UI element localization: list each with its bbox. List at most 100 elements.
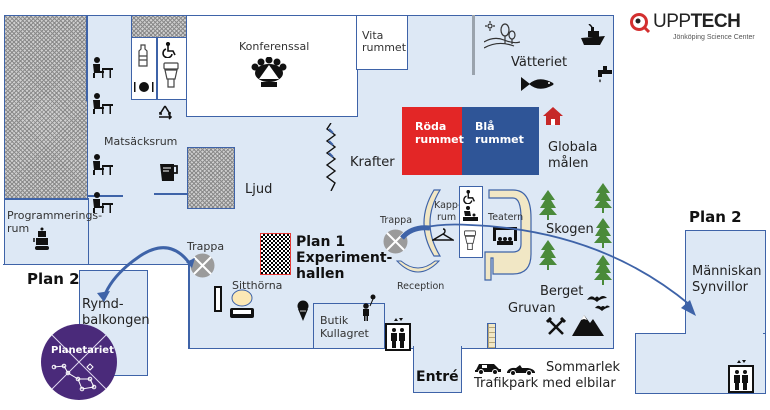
sitthorna-label: Sitthörna [232,279,283,292]
berget-label: Berget [540,284,584,299]
wall-segment [88,195,123,197]
logo-brand-light: UPP [653,11,691,32]
plan2-right-title: Plan 2 [689,208,742,226]
house-icon [542,106,564,130]
recycle-icon [155,104,175,128]
person-at-desk-icon [90,93,114,119]
robot-icon [32,227,52,255]
vatteriet-divider [472,15,475,75]
plan1-title-line2: Experiment- [296,250,393,266]
reception-desk-icon [395,259,441,281]
bats-icon [585,292,611,318]
programmeringsrum-label-1: Programmerings- [7,209,103,222]
bla-rummet-room[interactable] [462,107,539,175]
wheelchair-icon [162,41,178,62]
fish-icon [521,75,557,97]
stairs-left-icon[interactable] [190,253,215,282]
matsacksrum-label: Matsäcksrum [104,135,178,148]
logo-brand-text: UPPTECH [653,11,741,33]
wall-segment [154,193,187,195]
tree-icon [539,240,557,274]
rymdbalkongen-label-2: balkongen [82,313,150,328]
experimenthallen-checker-icon [260,233,291,275]
coat-hanger-icon [430,227,456,246]
konferenssal-label: Konferenssal [239,40,310,53]
magnifier-eye-icon [629,12,651,38]
plan2-left-title: Plan 2 [27,270,80,288]
butik-shop-area [313,303,385,348]
landscape-sun-trees-icon [483,20,521,54]
pickaxe-hammer-icon [545,316,567,341]
tree-icon [539,190,557,224]
person-at-desk-icon [90,154,114,180]
brick-pillar [487,323,496,349]
wheelchair-icon [463,189,477,208]
spring-wave-icon [325,122,337,195]
vita-rummet-label-1: Vita [362,29,384,42]
storage-hatched-left [4,15,88,200]
ice-cream-icon [297,300,309,326]
tree-icon [594,183,612,217]
sofa-seating-icon [213,284,261,324]
curved-wall-kapprum [420,188,442,262]
room-join [686,330,763,336]
conference-table-icon [249,56,289,93]
rymdbalkongen-label-1: Rymd- [82,297,124,312]
trappa-left-label: Trappa [187,240,225,253]
planetarium-icon[interactable] [40,323,118,405]
globala-malen-label-2: målen [548,156,589,171]
logo-subtitle: Jönköping Science Center [673,34,755,41]
vita-rummet-room [356,15,408,70]
person-at-desk-icon [90,57,114,83]
butik-label-2: Kullagret [320,327,369,340]
elevator-icon[interactable] [728,359,754,397]
vita-rummet-label-2: rummet [362,41,407,54]
elevator-icon[interactable] [385,317,411,355]
upptech-logo[interactable]: UPPTECH Jönköping Science Center [629,8,769,54]
roda-rummet-label-2: rummet [415,133,464,146]
roda-rummet-room[interactable] [402,107,462,175]
ljud-label: Ljud [245,182,273,197]
roda-rummet-label-1: Röda [415,120,447,133]
teatern-label: Teatern [488,212,524,223]
wall-segment [86,15,88,101]
programmeringsrum-room [4,198,89,265]
manniskan-synvillor-room-upper [685,230,766,343]
tree-icon [594,218,612,252]
water-tap-icon [596,65,614,87]
bla-rummet-label-1: Blå [475,120,495,133]
person-at-desk-icon [90,192,114,218]
trafikpark-label: Trafikpark med elbilar [474,376,616,391]
gruvan-label: Gruvan [508,301,556,316]
logo-brand-bold: TECH [690,11,741,32]
butik-label-1: Butik [320,314,349,327]
boat-icon [580,23,606,50]
car-icon [474,360,502,379]
kapprum-label-1: Kapp- [434,200,462,211]
plan1-title-line3: hallen [296,266,345,282]
planetarium-label: Planetariet [51,345,114,356]
kapprum-label-2: rum [437,212,457,223]
manniskan-label: Människan [692,264,762,279]
sommarlek-label: Sommarlek [546,360,620,375]
toilet-icon [162,62,180,94]
globala-malen-label-1: Globala [548,140,598,155]
convertible-car-icon [506,361,536,380]
plan1-title-line1: Plan 1 [296,234,346,250]
programmeringsrum-label-2: rum [7,222,30,235]
wall-segment [188,264,190,348]
baby-bottle-icon [136,44,150,72]
storage-hatched-top [131,15,188,39]
teatern-wall [483,188,533,288]
child-balloon-icon [360,294,376,326]
trappa-right-label: Trappa [380,215,413,226]
mountain-icon [571,309,605,341]
reception-label: Reception [397,281,445,292]
entrance-floor [413,346,462,393]
bla-rummet-label-2: rummet [475,133,524,146]
baby-changing-icon [461,206,479,226]
synvillor-label: Synvillor [692,280,749,295]
tree-icon [594,255,612,289]
